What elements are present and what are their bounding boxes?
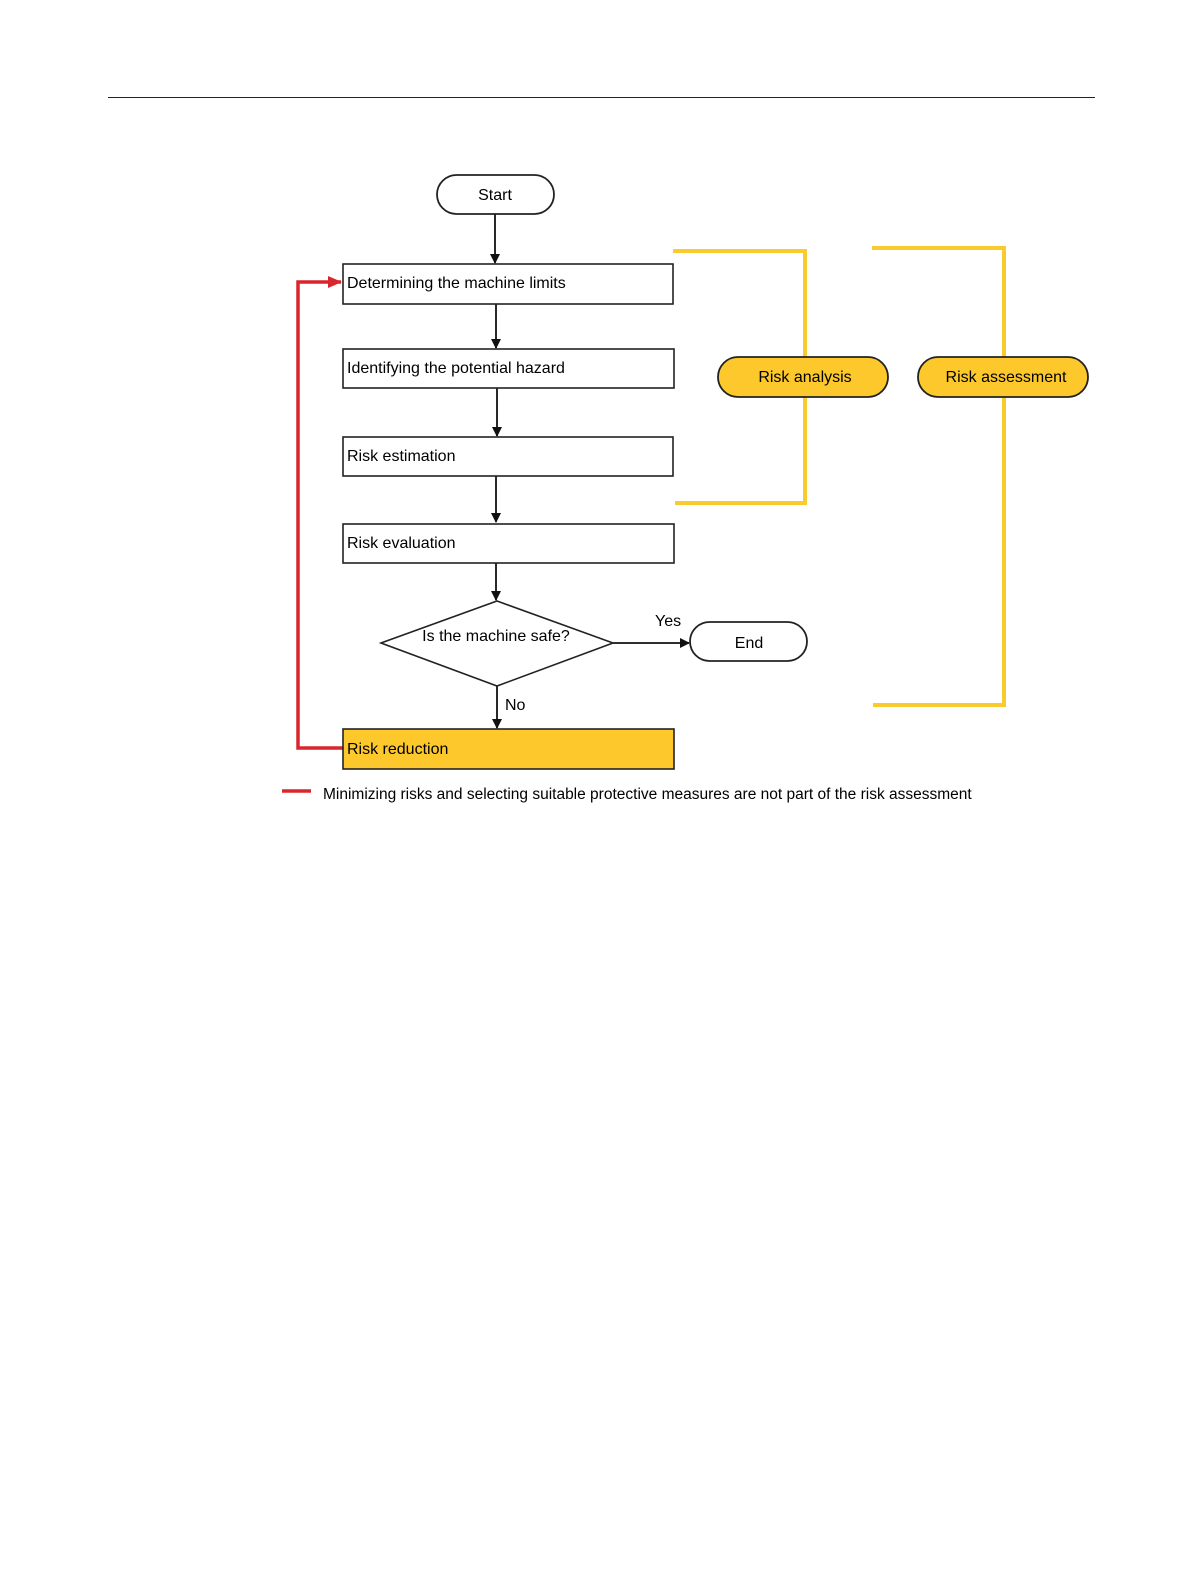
machine-limits-label: Determining the machine limits [347,275,566,292]
yes-label: Yes [655,613,681,630]
risk-assessment-label: Risk assessment [946,369,1067,386]
feedback-loop-arrow [298,282,343,748]
risk-evaluation-label: Risk evaluation [347,535,456,552]
start-label: Start [478,187,512,204]
decision-label: Is the machine safe? [422,628,570,645]
risk-analysis-label: Risk analysis [758,369,851,386]
risk-estimation-label: Risk estimation [347,448,455,465]
risk-assessment-bracket [872,248,1004,705]
no-label: No [505,697,526,714]
legend-text: Minimizing risks and selecting suitable … [323,786,972,803]
potential-hazard-label: Identifying the potential hazard [347,360,565,377]
risk-reduction-label: Risk reduction [347,741,448,758]
end-label: End [735,635,763,652]
